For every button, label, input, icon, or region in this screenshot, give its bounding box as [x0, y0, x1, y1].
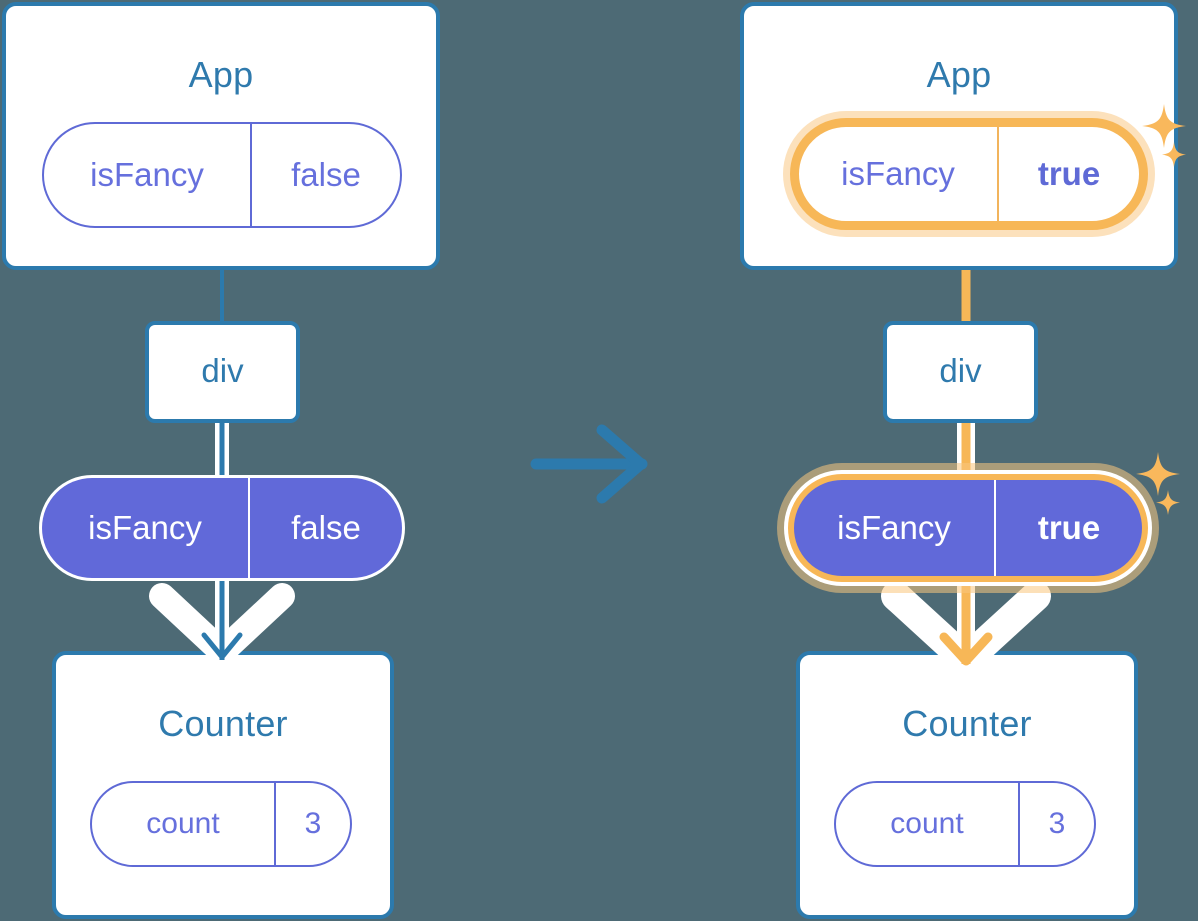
panel-after-update: App div Counter isFancy true isFancy tru…: [738, 0, 1198, 921]
counter-title: Counter: [902, 703, 1032, 744]
prop-pill-highlighted: isFancy true: [788, 474, 1148, 582]
panel-before-update: App div Counter isFancy false isFancy fa…: [0, 0, 460, 921]
div-element-box: [883, 321, 1038, 423]
app-state-pill-highlighted: isFancy true: [790, 118, 1148, 230]
counter-state-pill: count 3: [90, 781, 352, 867]
prop-pill: isFancy false: [42, 478, 402, 578]
counter-state-pill: count 3: [834, 781, 1096, 867]
app-title: App: [188, 54, 254, 95]
counter-state-key: count: [146, 807, 220, 840]
counter-state-key: count: [890, 807, 964, 840]
counter-title: Counter: [158, 703, 288, 744]
app-title: App: [926, 54, 992, 95]
counter-state-value: 3: [1018, 783, 1094, 865]
counter-state-value: 3: [274, 783, 350, 865]
app-state-value: true: [997, 127, 1139, 221]
prop-key: isFancy: [88, 509, 202, 546]
prop-value: false: [248, 478, 402, 578]
transition-arrow-icon: [530, 424, 648, 504]
app-state-key: isFancy: [841, 155, 955, 192]
prop-value: true: [994, 480, 1142, 576]
div-element-box: [145, 321, 300, 423]
app-state-pill: isFancy false: [42, 122, 402, 228]
prop-key: isFancy: [837, 509, 951, 546]
app-state-key: isFancy: [90, 156, 204, 193]
app-state-value: false: [250, 124, 400, 226]
